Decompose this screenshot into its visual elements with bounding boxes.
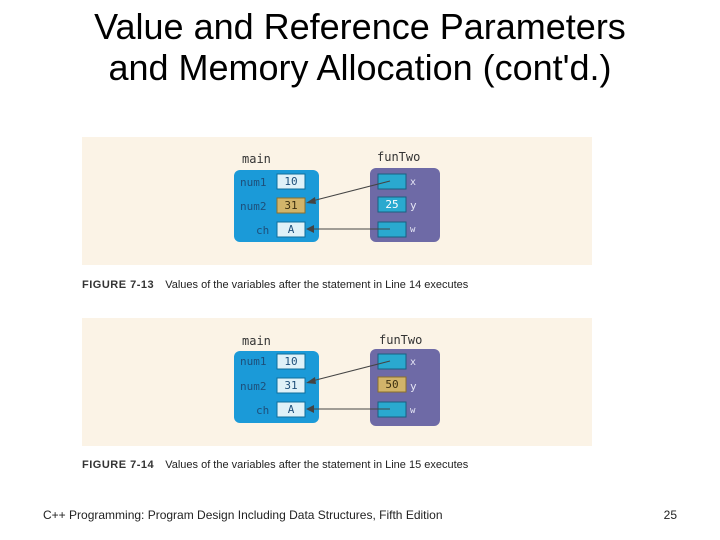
value-ch: A [288,223,295,236]
var-name-num1: num1 [240,176,267,189]
cell-y [377,196,407,213]
memory-diagram-7-13: main funTwo num1 10 num2 31 ch A x 25 y … [234,150,440,242]
main-title: main [242,334,271,348]
var-name-num2: num2 [240,200,267,213]
page-number: 25 [663,508,677,522]
var-name-ch: ch [256,224,269,237]
fun-title: funTwo [377,150,420,164]
var-name-x: x [410,177,416,188]
var-name-y: y [410,380,417,393]
value-box-num2 [276,197,306,214]
var-name-ch: ch [256,404,269,417]
value-box-ch [276,221,306,238]
cell-y [377,376,407,393]
title-line-2: and Memory Allocation (cont'd.) [108,47,612,88]
value-num2: 31 [284,379,297,392]
value-ch: A [288,403,295,416]
main-title: main [242,152,271,166]
value-box-num2 [276,377,306,394]
title-line-1: Value and Reference Parameters [94,6,626,47]
value-box-num1 [276,173,306,190]
var-name-num2: num2 [240,380,267,393]
fun-title: funTwo [379,333,422,347]
value-num2: 31 [284,199,297,212]
memory-diagram-7-14: main funTwo num1 10 num2 31 ch A x 50 y … [234,333,440,426]
var-name-x: x [410,357,416,368]
cell-x [377,353,407,370]
var-name-y: y [410,199,417,212]
arrowhead-w [306,225,314,233]
figure-label: FIGURE 7-14 [82,459,155,471]
value-box-ch [276,401,306,418]
var-name-w: w [410,406,416,416]
value-y: 50 [385,378,398,391]
figure-caption-text: Values of the variables after the statem… [165,279,469,291]
var-name-num1: num1 [240,355,267,368]
footer-text: C++ Programming: Program Design Includin… [43,508,443,522]
figure-7-14-caption: FIGURE 7-14 Values of the variables afte… [82,459,468,471]
figure-caption-text: Values of the variables after the statem… [165,459,469,471]
cell-x [377,173,407,190]
value-box-num1 [276,353,306,370]
arrowhead-x [306,197,316,204]
pointer-x-to-num2 [311,360,391,382]
pointer-x-to-num2 [311,180,391,202]
value-y: 25 [385,198,398,211]
figure-7-14-panel: main funTwo num1 10 num2 31 ch A x 50 y … [82,318,592,446]
slide-title: Value and Reference Parameters and Memor… [0,6,720,88]
figure-label: FIGURE 7-13 [82,279,155,291]
var-name-w: w [410,225,416,235]
figure-7-13-panel: main funTwo num1 10 num2 31 ch A x 25 y … [82,137,592,265]
value-num1: 10 [284,355,297,368]
arrowhead-x [306,377,316,384]
value-num1: 10 [284,175,297,188]
arrowhead-w [306,405,314,413]
figure-7-13-caption: FIGURE 7-13 Values of the variables afte… [82,279,468,291]
